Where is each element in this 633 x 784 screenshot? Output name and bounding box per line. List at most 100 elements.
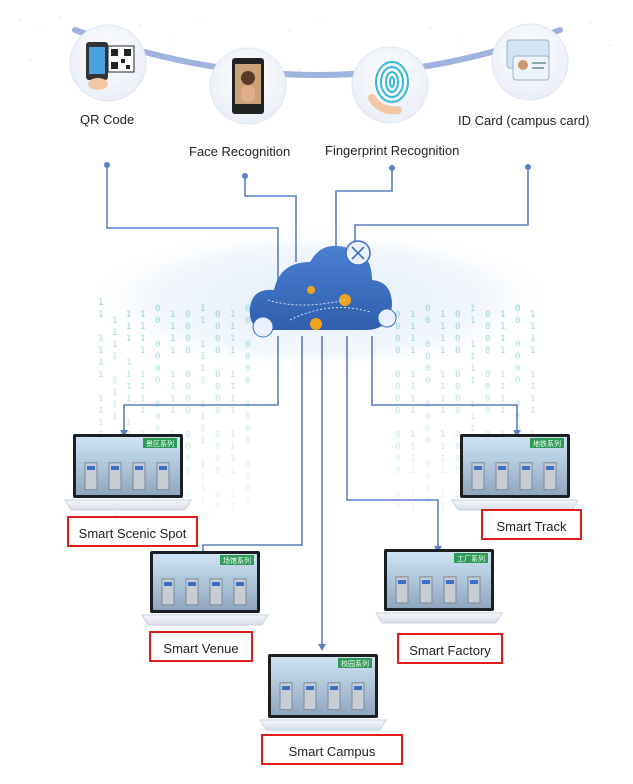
svg-text:0: 0	[455, 454, 460, 464]
svg-text:0: 0	[455, 310, 460, 320]
svg-text:0: 0	[455, 430, 460, 440]
svg-text:1: 1	[530, 406, 535, 416]
svg-text:0: 0	[425, 304, 430, 314]
svg-text:1: 1	[410, 382, 415, 392]
svg-text:0: 0	[455, 346, 460, 356]
scene-badge-campus: 校园系列	[341, 659, 369, 668]
svg-text:1: 1	[230, 370, 235, 380]
scene-label-scenic: Smart Scenic Spot	[67, 516, 198, 547]
svg-text:0: 0	[485, 346, 490, 356]
scene-screen-campus: 校园系列	[259, 654, 387, 731]
svg-text:0: 0	[245, 472, 250, 482]
svg-text:1: 1	[140, 406, 145, 416]
scene-screen-venue: 场馆系列	[141, 551, 269, 626]
svg-text:1: 1	[470, 304, 475, 314]
svg-text:0: 0	[395, 442, 400, 452]
scene-badge-factory: 工厂系列	[457, 554, 485, 563]
svg-text:1: 1	[440, 502, 445, 512]
svg-text:1: 1	[98, 346, 103, 356]
svg-text:1: 1	[112, 316, 117, 326]
svg-text:0: 0	[215, 502, 220, 512]
dot-pattern-background	[19, 17, 611, 71]
svg-text:1: 1	[230, 490, 235, 500]
svg-text:1: 1	[126, 418, 131, 428]
svg-text:1: 1	[112, 388, 117, 398]
svg-text:0: 0	[245, 424, 250, 434]
svg-text:0: 0	[185, 430, 190, 440]
svg-text:1: 1	[126, 358, 131, 368]
svg-text:1: 1	[500, 310, 505, 320]
svg-text:1: 1	[98, 418, 103, 428]
svg-text:0: 0	[425, 496, 430, 506]
svg-text:0: 0	[485, 394, 490, 404]
svg-text:0: 0	[155, 364, 160, 374]
svg-text:1: 1	[530, 370, 535, 380]
svg-text:0: 0	[395, 466, 400, 476]
svg-text:1: 1	[410, 334, 415, 344]
svg-text:1: 1	[500, 322, 505, 332]
svg-text:1: 1	[112, 376, 117, 386]
svg-text:1: 1	[530, 322, 535, 332]
scene-label-venue: Smart Venue	[149, 631, 253, 662]
scene-badge-scenic: 景区系列	[146, 439, 174, 448]
svg-text:0: 0	[185, 334, 190, 344]
svg-text:1: 1	[126, 334, 131, 344]
svg-text:1: 1	[140, 310, 145, 320]
svg-text:1: 1	[140, 382, 145, 392]
svg-text:0: 0	[485, 334, 490, 344]
svg-text:1: 1	[170, 394, 175, 404]
scene-screen-factory: 工厂系列	[375, 549, 503, 624]
svg-text:0: 0	[245, 484, 250, 494]
auth-label-idcard: ID Card (campus card)	[458, 113, 590, 128]
svg-text:1: 1	[112, 400, 117, 410]
svg-text:0: 0	[515, 364, 520, 374]
svg-text:0: 0	[215, 442, 220, 452]
svg-text:1: 1	[230, 406, 235, 416]
svg-text:1: 1	[230, 310, 235, 320]
svg-text:1: 1	[230, 430, 235, 440]
svg-text:1: 1	[440, 430, 445, 440]
svg-text:1: 1	[112, 412, 117, 422]
svg-text:0: 0	[425, 352, 430, 362]
svg-text:0: 0	[425, 316, 430, 326]
svg-text:1: 1	[126, 382, 131, 392]
svg-text:1: 1	[126, 370, 131, 380]
svg-text:1: 1	[470, 316, 475, 326]
svg-text:1: 1	[170, 310, 175, 320]
svg-text:0: 0	[215, 382, 220, 392]
svg-text:0: 0	[455, 442, 460, 452]
svg-text:1: 1	[530, 310, 535, 320]
svg-text:1: 1	[440, 490, 445, 500]
id-card-icon	[491, 23, 569, 101]
scene-badge-track: 地铁系列	[533, 439, 561, 448]
svg-text:1: 1	[410, 502, 415, 512]
svg-text:0: 0	[215, 406, 220, 416]
svg-text:0: 0	[515, 352, 520, 362]
svg-text:0: 0	[395, 394, 400, 404]
svg-text:1: 1	[200, 496, 205, 506]
auth-label-qr: QR Code	[80, 112, 135, 127]
svg-text:1: 1	[140, 334, 145, 344]
svg-text:1: 1	[230, 334, 235, 344]
svg-text:1: 1	[200, 484, 205, 494]
svg-text:1: 1	[440, 334, 445, 344]
svg-text:0: 0	[485, 382, 490, 392]
svg-text:0: 0	[215, 454, 220, 464]
svg-text:1: 1	[440, 370, 445, 380]
svg-text:0: 0	[245, 412, 250, 422]
svg-text:0: 0	[155, 304, 160, 314]
scene-label-track: Smart Track	[481, 509, 582, 540]
svg-text:1: 1	[470, 424, 475, 434]
svg-text:1: 1	[200, 424, 205, 434]
svg-text:1: 1	[200, 316, 205, 326]
svg-text:1: 1	[98, 406, 103, 416]
svg-text:1: 1	[170, 406, 175, 416]
svg-text:0: 0	[185, 310, 190, 320]
svg-text:0: 0	[425, 364, 430, 374]
svg-text:0: 0	[425, 340, 430, 350]
svg-text:1: 1	[98, 370, 103, 380]
svg-text:1: 1	[410, 370, 415, 380]
svg-text:1: 1	[500, 370, 505, 380]
svg-text:1: 1	[410, 490, 415, 500]
svg-text:1: 1	[230, 322, 235, 332]
